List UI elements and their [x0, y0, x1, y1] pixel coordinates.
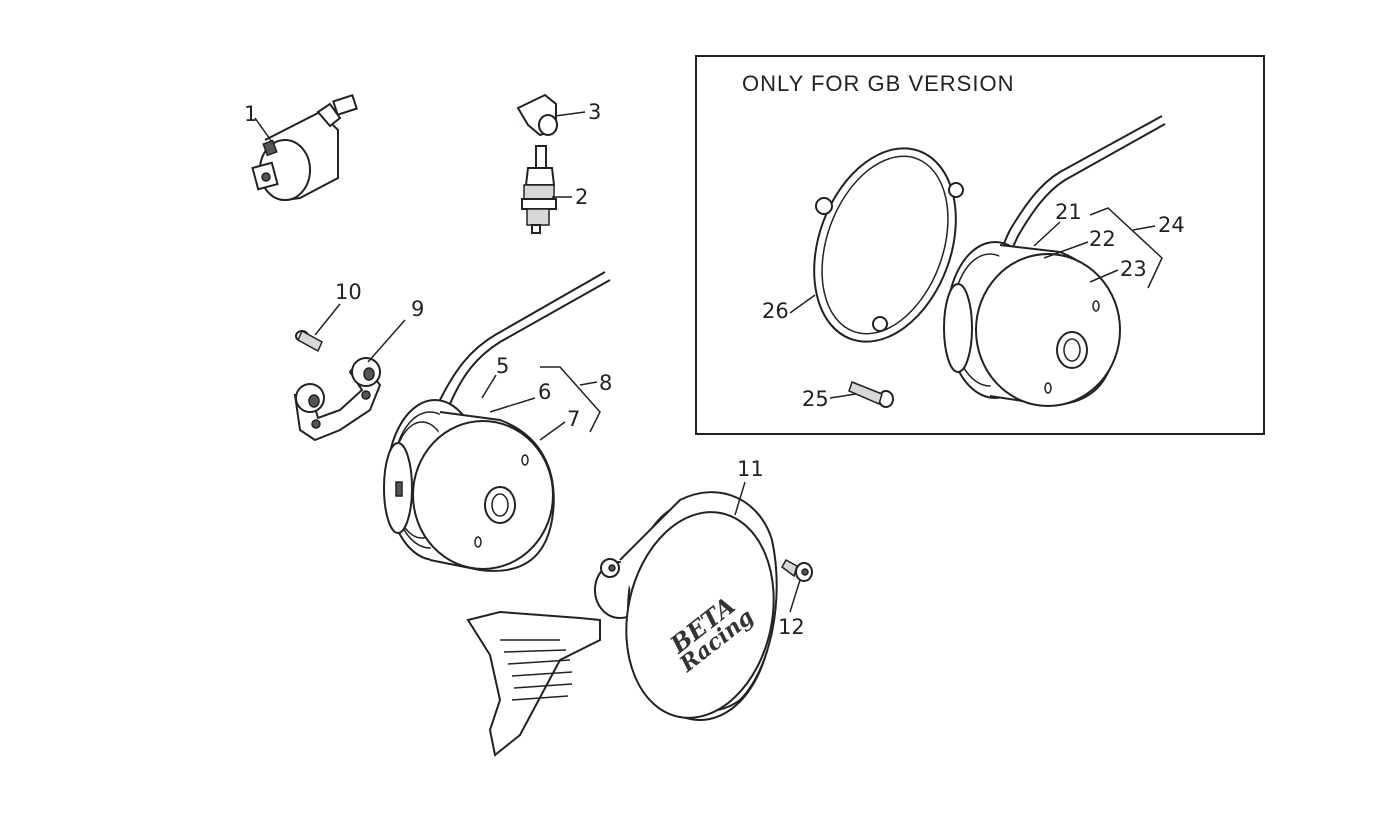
callout-25: 25	[802, 387, 829, 411]
callout-10: 10	[335, 280, 362, 304]
callout-26: 26	[762, 299, 789, 323]
spark-plug-cap	[516, 93, 558, 137]
callout-2: 2	[575, 185, 588, 209]
callout-11: 11	[737, 457, 764, 481]
spark-plug	[521, 145, 557, 234]
callout-6: 6	[538, 380, 551, 404]
callout-8: 8	[599, 371, 612, 395]
callout-1: 1	[244, 102, 257, 126]
callout-23: 23	[1120, 257, 1147, 281]
callout-12: 12	[778, 615, 805, 639]
screw-12	[781, 558, 813, 582]
callout-7: 7	[567, 407, 580, 431]
flywheel-cover: BETA Racing	[466, 491, 778, 757]
flywheel-assembly	[383, 271, 611, 572]
callout-labels: 1 2 3 5 6 7 8 9 10 11 12 21 22 23 24 25 …	[244, 100, 1185, 639]
gasket-ring-26	[813, 147, 964, 343]
box-title: ONLY FOR GB VERSION	[742, 71, 1014, 96]
screw-10	[295, 329, 323, 353]
callout-9: 9	[411, 297, 424, 321]
ignition-coil	[251, 74, 521, 201]
callout-5: 5	[496, 354, 509, 378]
screw-25	[848, 381, 894, 408]
bracket-9	[293, 357, 382, 442]
flywheel-assembly-gb	[943, 115, 1166, 407]
gb-version-box: ONLY FOR GB VERSION	[695, 55, 1265, 435]
callout-22: 22	[1089, 227, 1116, 251]
callout-24: 24	[1158, 213, 1185, 237]
callout-21: 21	[1055, 200, 1082, 224]
callout-3: 3	[588, 100, 601, 124]
leader-lines	[254, 111, 1163, 613]
